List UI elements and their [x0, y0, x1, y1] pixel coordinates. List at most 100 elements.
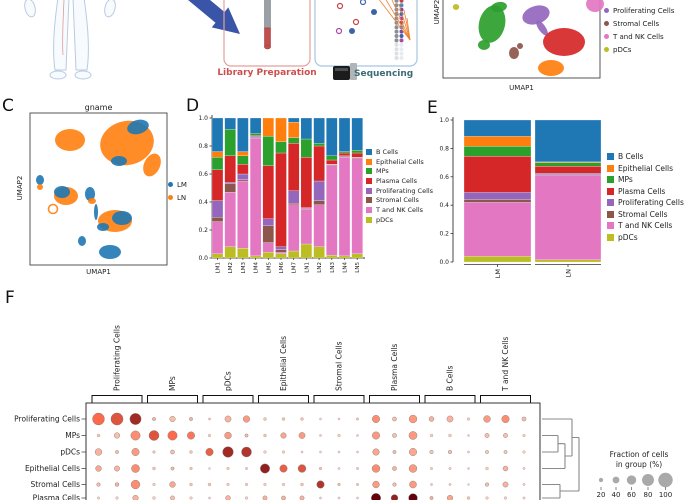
bead-chain-icon [394, 0, 404, 60]
legend-item-label: T and NK Cells [613, 32, 664, 41]
legend-item-label: Stromal Cells [613, 19, 660, 28]
svg-text:Plasma Cells: Plasma Cells [390, 344, 399, 391]
legend-item-label: pDCs [618, 232, 638, 242]
legend-item: Plasma Cells [366, 176, 433, 186]
dotplot-size-legend-title: Fraction of cells in group (%) [594, 450, 684, 470]
legend-item: Stromal Cells [604, 17, 674, 30]
svg-text:pDCs: pDCs [60, 448, 80, 457]
legend-swatch [607, 222, 614, 230]
legend-swatch [366, 216, 372, 223]
svg-text:0.6: 0.6 [439, 174, 449, 181]
legend-swatch [366, 206, 372, 213]
legend-item-label: Proliferating Cells [618, 198, 684, 208]
svg-text:Epithelial Cells: Epithelial Cells [25, 464, 80, 473]
legend-item: MPs [366, 166, 433, 176]
legend-item-label: Stromal Cells [376, 196, 419, 205]
legend-item-label: Epithelial Cells [376, 157, 424, 166]
umap-overview-xlabel: UMAP1 [509, 84, 534, 92]
legend-dot-marker [604, 21, 609, 26]
svg-text:0.6: 0.6 [198, 171, 208, 178]
panel-letter-f: F [5, 288, 15, 308]
svg-text:20: 20 [597, 491, 606, 499]
svg-text:Epithelial Cells: Epithelial Cells [279, 336, 288, 391]
svg-text:LN: LN [565, 269, 573, 278]
cdna-molecule-icons [335, 0, 377, 35]
sequencing-box [314, 0, 418, 67]
svg-text:1.0: 1.0 [198, 115, 208, 122]
size-legend-title-line2: in group (%) [615, 459, 663, 469]
umap-overview-ylabel: UMAP2 [433, 0, 441, 25]
svg-text:40: 40 [612, 491, 621, 499]
legend-item-label: pDCs [376, 215, 394, 224]
legend-item: B Cells [366, 147, 433, 157]
legend-dot-marker [168, 182, 173, 187]
legend-item-label: T and NK Cells [376, 205, 424, 214]
workflow-arrow [188, 0, 240, 34]
umap-samples-frame [29, 112, 168, 266]
svg-text:Proliferating Cells: Proliferating Cells [113, 325, 122, 391]
legend-swatch [607, 153, 614, 161]
legend-item-label: Plasma Cells [618, 186, 666, 196]
legend-swatch [366, 197, 372, 204]
sequencer-machine-icon [333, 63, 357, 80]
legend-item: Plasma Cells [607, 186, 684, 198]
svg-text:0.2: 0.2 [439, 231, 449, 238]
svg-text:LN2: LN2 [317, 262, 323, 273]
svg-text:100: 100 [659, 491, 672, 499]
umap-samples-title: gname [84, 103, 113, 112]
legend-swatch [366, 148, 372, 155]
svg-text:T and NK Cells: T and NK Cells [501, 337, 510, 392]
legend-item-label: Stromal Cells [618, 209, 668, 219]
legend-item: Stromal Cells [366, 195, 433, 205]
legend-dot-marker [604, 8, 609, 13]
library-preparation-box [223, 0, 311, 67]
library-tube-icon [264, 0, 271, 50]
legend-swatch [366, 187, 372, 194]
panel-letter-d: D [186, 96, 200, 116]
legend-item-label: Plasma Cells [376, 176, 418, 185]
svg-text:LM2: LM2 [228, 262, 234, 273]
svg-text:0.8: 0.8 [439, 145, 449, 152]
legend-swatch [607, 199, 614, 207]
legend-swatch [366, 177, 372, 184]
svg-text:Plasma Cells: Plasma Cells [33, 494, 80, 500]
legend-item-label: B Cells [376, 147, 399, 156]
svg-text:LN1: LN1 [304, 262, 310, 273]
svg-text:LM4: LM4 [254, 262, 260, 274]
human-body-figure [24, 0, 116, 80]
legend-swatch [607, 210, 614, 218]
legend-item-label: Proliferating Cells [376, 186, 434, 195]
legend-dot-marker [604, 34, 609, 39]
svg-text:LM6: LM6 [279, 262, 285, 274]
svg-text:LN4: LN4 [343, 262, 349, 273]
sequencing-label: Sequencing [354, 69, 414, 79]
legend-dot-marker [168, 195, 173, 200]
legend-item: LM [168, 178, 187, 191]
svg-text:pDCs: pDCs [224, 371, 233, 391]
legend-item-label: MPs [618, 175, 633, 185]
legend-swatch [366, 168, 372, 175]
svg-text:LM: LM [494, 269, 502, 278]
legend-item: B Cells [607, 151, 684, 163]
legend-item-label: MPs [376, 167, 389, 176]
svg-text:0.4: 0.4 [439, 202, 449, 209]
legend-item: T and NK Cells [604, 30, 674, 43]
library-preparation-label: Library Preparation [217, 68, 317, 78]
svg-text:1.0: 1.0 [439, 117, 449, 124]
svg-text:MPs: MPs [65, 431, 80, 440]
dotplot-dendrogram [542, 418, 580, 499]
panel-letter-c: C [2, 96, 14, 116]
svg-text:LM7: LM7 [292, 262, 298, 274]
legend-item-label: LN [177, 193, 187, 202]
legend-item: T and NK Cells [366, 205, 433, 215]
legend-item-label: Plasma Cells [613, 0, 657, 2]
svg-text:LM3: LM3 [241, 262, 247, 274]
read-fan-icon [379, 0, 411, 41]
svg-text:Stromal Cells: Stromal Cells [335, 341, 344, 391]
umap-samples-clusters [36, 119, 161, 259]
